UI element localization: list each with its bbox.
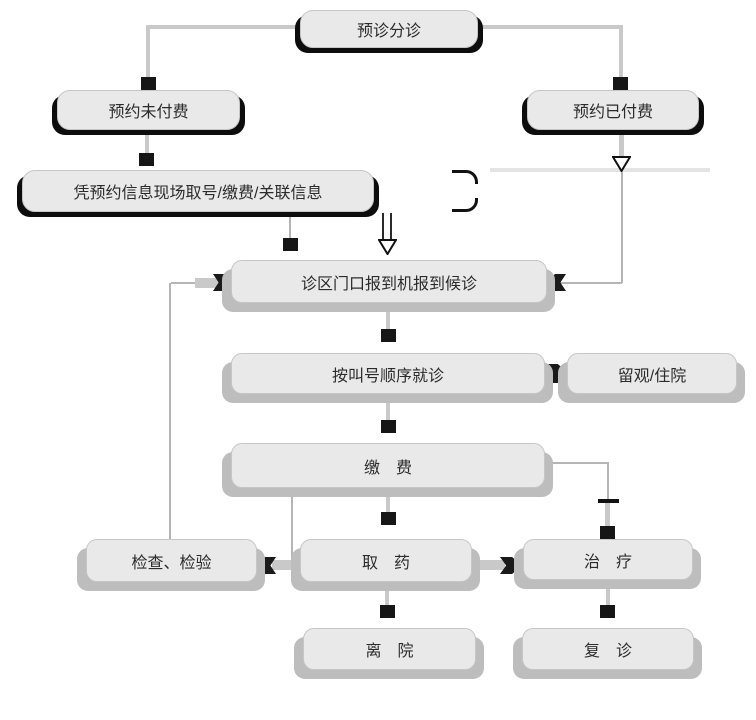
edge-pay-to-treatment-horizontal — [545, 462, 609, 464]
node-label: 按叫号顺序就诊 — [331, 367, 444, 385]
node-label: 预约未付费 — [108, 104, 189, 121]
edge-treatment-up-thick — [605, 503, 610, 528]
edge-treatment-down — [606, 580, 610, 606]
node-payment: 缴 费 — [231, 443, 545, 488]
edge-exam-feedback-vertical — [169, 283, 171, 539]
square-marker-to-onsite — [139, 153, 154, 166]
node-checkin-waiting: 诊区门口报到机报到候诊 — [231, 260, 547, 303]
node-label: 检查、检验 — [131, 554, 212, 572]
node-pre-triage: 预诊分诊 — [300, 10, 478, 48]
node-onsite-number-payment: 凭预约信息现场取号/缴费/关联信息 — [22, 170, 374, 212]
edge-triage-right-vertical — [619, 25, 623, 78]
edge-checkin-down — [386, 303, 390, 330]
node-label: 诊区门口报到机报到候诊 — [300, 275, 477, 293]
edge-medicine-to-treatment-thickbar — [473, 560, 505, 570]
node-label: 治 疗 — [583, 553, 632, 571]
edge-pay-down — [386, 488, 390, 513]
edge-pay-to-exam-vertical — [291, 488, 293, 566]
black-arrow-left-icon — [256, 557, 276, 574]
edge-pay-to-exam-thickbar — [272, 560, 293, 570]
edge-triage-left-horizontal — [150, 25, 300, 29]
square-marker-to-queue — [381, 329, 396, 342]
node-follow-up-visit: 复 诊 — [522, 628, 694, 670]
edge-exam-feedback-thickbar — [195, 278, 219, 288]
square-marker-to-unpaid — [141, 77, 156, 90]
node-get-medicine: 取 药 — [300, 539, 472, 582]
square-marker-to-revisit — [600, 605, 615, 618]
node-label: 离 院 — [365, 643, 414, 660]
node-label: 留观/住院 — [617, 367, 687, 385]
node-queue-consultation: 按叫号顺序就诊 — [231, 353, 545, 394]
edge-onsite-down — [289, 212, 291, 239]
hollow-arrow-down-icon — [378, 239, 397, 255]
edge-ghost-down-hollow — [382, 213, 392, 241]
edge-triage-right-horizontal — [478, 25, 623, 29]
edge-treatment-dash — [598, 499, 619, 503]
edge-paid-down-thin — [621, 172, 623, 283]
node-label: 预约已付费 — [572, 104, 653, 121]
node-treatment: 治 疗 — [523, 539, 693, 580]
hollow-arrow-down-icon — [612, 156, 631, 172]
black-arrow-left-icon — [546, 274, 566, 291]
square-marker-to-paid — [613, 77, 628, 90]
black-arrow-right-icon — [500, 557, 522, 574]
edge-medicine-down — [385, 582, 389, 606]
node-appointment-unpaid: 预约未付费 — [57, 90, 240, 130]
square-marker-to-treatment — [600, 526, 615, 539]
node-label: 取 药 — [361, 554, 410, 572]
node-label: 复 诊 — [583, 643, 632, 660]
node-label: 缴 费 — [363, 459, 412, 477]
edge-exam-feedback-horizontal — [171, 282, 196, 284]
black-arrow-right-icon — [544, 364, 569, 383]
node-leave-hospital: 离 院 — [303, 628, 476, 670]
node-label: 凭预约信息现场取号/缴费/关联信息 — [73, 185, 323, 202]
square-marker-to-medicine — [381, 512, 396, 525]
edge-paid-to-checkin-horizontal — [560, 282, 622, 284]
node-label: 预诊分诊 — [356, 23, 421, 40]
node-appointment-paid: 预约已付费 — [527, 90, 699, 130]
ghost-box-bottom-right-corner — [452, 198, 478, 212]
edge-paid-down-thick — [619, 130, 624, 158]
edge-queue-down — [386, 394, 390, 421]
node-exam-test: 检查、检验 — [86, 539, 257, 582]
ghost-box-top-right-corner — [452, 170, 478, 184]
node-observation-hospitalization: 留观/住院 — [567, 353, 737, 394]
edge-triage-left-vertical — [146, 25, 150, 78]
edge-pay-to-treatment-vertical — [607, 463, 609, 500]
square-marker-to-pay — [381, 420, 396, 433]
horizontal-rule — [490, 168, 710, 172]
square-marker-to-checkin — [283, 238, 298, 251]
edge-unpaid-down — [145, 130, 149, 153]
square-marker-to-leave — [380, 605, 395, 618]
black-arrow-right-icon — [213, 274, 233, 291]
